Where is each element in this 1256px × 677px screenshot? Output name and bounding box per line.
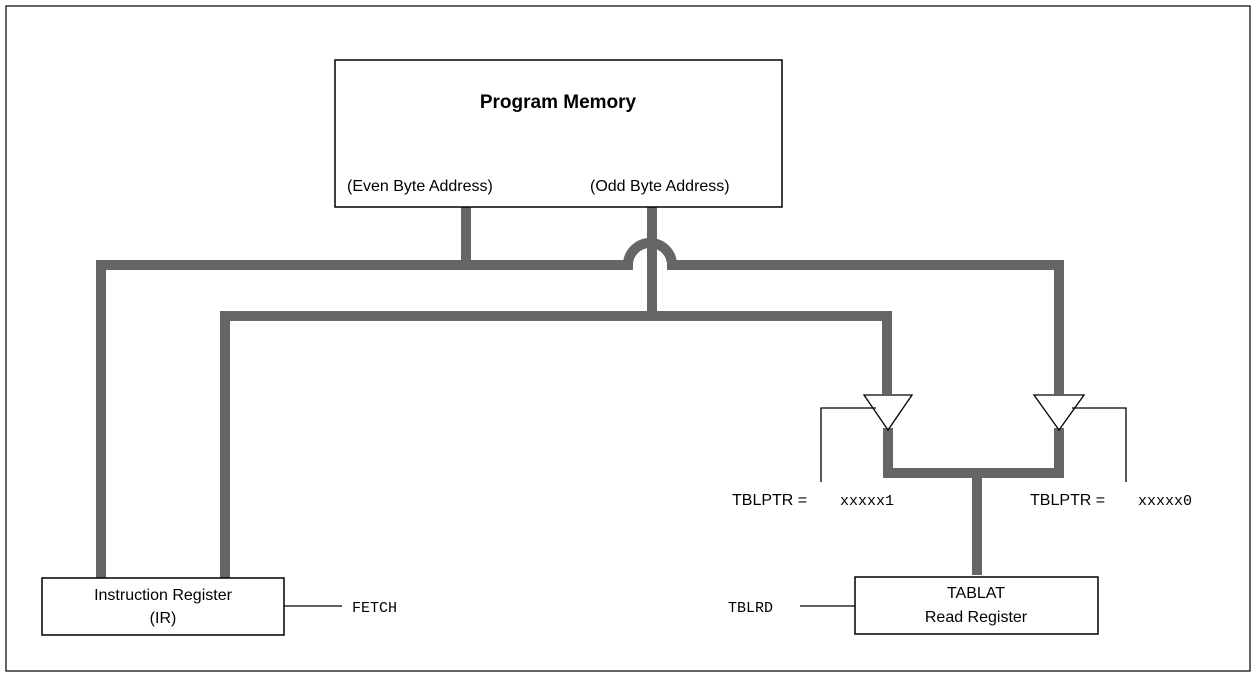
odd-buffer-enable-line	[820, 407, 876, 482]
buffer-triangle-icon	[1032, 394, 1086, 432]
bus-lines	[96, 207, 1064, 601]
tblptr-even-label: TBLPTR =	[1030, 492, 1105, 509]
odd-byte-label: (Odd Byte Address)	[590, 178, 730, 195]
instruction-register-line1: Instruction Register	[94, 587, 233, 604]
instruction-register-line2: (IR)	[150, 610, 177, 627]
even-byte-bus	[96, 207, 1064, 601]
instruction-register-block: Instruction Register (IR) FETCH	[41, 577, 397, 636]
buffer-triangle-icon	[862, 394, 914, 432]
tblptr-odd-value: xxxxx1	[840, 493, 894, 510]
tblrd-signal-label: TBLRD	[728, 600, 773, 617]
even-byte-label: (Even Byte Address)	[347, 178, 493, 195]
tblptr-even-value: xxxxx0	[1138, 493, 1192, 510]
tblptr-odd-label: TBLPTR =	[732, 492, 807, 509]
fetch-signal-label: FETCH	[352, 600, 397, 617]
even-byte-buffer	[1032, 394, 1127, 482]
odd-byte-buffer	[820, 394, 914, 482]
program-memory-title: Program Memory	[480, 92, 637, 113]
tablat-block: TABLAT Read Register TBLRD	[728, 576, 1099, 635]
program-memory-block: Program Memory (Even Byte Address) (Odd …	[334, 59, 783, 208]
figure-frame	[5, 5, 1251, 672]
even-buffer-enable-line	[1072, 407, 1127, 482]
program-memory-box	[334, 59, 783, 208]
tablat-line1: TABLAT	[947, 585, 1005, 602]
tablat-line2: Read Register	[925, 609, 1028, 626]
odd-byte-bus	[220, 207, 892, 601]
